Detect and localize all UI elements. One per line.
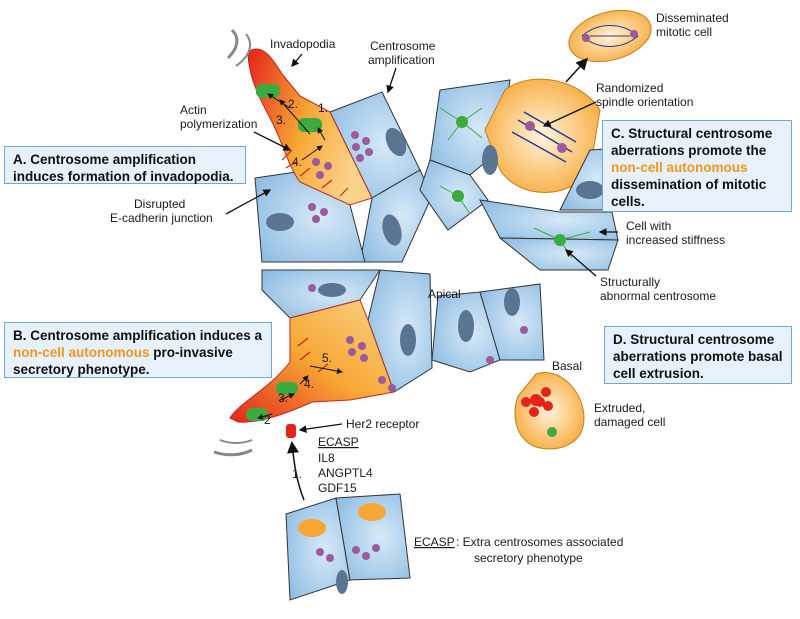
centrosome: [456, 116, 468, 128]
panel-d-title: D. Structural centrosome aberrations pro…: [613, 332, 783, 381]
panel-b-post: pro-invasive secretory phenotype.: [13, 345, 233, 377]
nucleus: [458, 310, 474, 342]
stiff-cell: [498, 237, 619, 271]
step-number: 4.: [304, 377, 314, 391]
panel-c-pre: C. Structural centrosome aberrations pro…: [611, 126, 773, 158]
step-number: 4.: [292, 155, 302, 169]
label-ecasp-header: ECASP: [318, 435, 359, 449]
label-disseminated-2: mitotic cell: [656, 25, 712, 39]
ecasp-def-term: ECASP: [414, 535, 455, 549]
label-apical: Apical: [428, 287, 461, 301]
invadopodia-marker: [276, 382, 298, 395]
nucleus: [382, 214, 402, 246]
panel-c-cells: [419, 9, 652, 277]
centrosome-cluster: [308, 284, 396, 392]
label-invadopodia: Invadopodia: [270, 37, 336, 51]
panel-b-highlight: non-cell autonomous: [13, 345, 150, 360]
nucleus: [336, 570, 348, 594]
label-abnormal-2: abnormal centrosome: [600, 289, 716, 303]
step-number: 1.: [292, 467, 302, 481]
secretory-vesicle: [358, 503, 386, 521]
ecasp-item: IL8: [318, 451, 335, 465]
label-abnormal-1: Structurally: [600, 275, 660, 289]
damage-marker: [521, 387, 553, 417]
panel-d-box: D. Structural centrosome aberrations pro…: [604, 326, 792, 384]
step-number: 3.: [276, 113, 286, 127]
centrosome: [452, 190, 464, 202]
panel-b-box: B. Centrosome amplification induces a no…: [4, 322, 272, 378]
label-centrosome-amp-1: Centrosome: [370, 39, 436, 53]
epithelial-cell: [479, 283, 545, 361]
nucleus: [576, 181, 604, 199]
label-her2: Her2 receptor: [346, 417, 419, 431]
panel-c-highlight: non-cell autonomous: [611, 160, 748, 175]
panel-b-cells: [213, 269, 433, 501]
panel-c-box: C. Structural centrosome aberrations pro…: [602, 120, 792, 212]
step-number: 2.: [288, 97, 298, 111]
label-actin-1: Actin: [180, 103, 207, 117]
nucleus: [318, 283, 346, 297]
label-disseminated-1: Disseminated: [656, 11, 729, 25]
ecasp-item: GDF15: [318, 481, 357, 495]
nucleus: [266, 213, 294, 231]
stiff-cell: [479, 199, 619, 241]
label-stiff-1: Cell with: [626, 219, 671, 233]
label-extruded-1: Extruded,: [594, 401, 645, 415]
nucleus: [385, 127, 407, 157]
her2-receptor: [286, 424, 296, 438]
step-number: 5.: [322, 351, 332, 365]
secretory-vesicle: [298, 519, 326, 537]
step-number: 3.: [278, 391, 288, 405]
label-stiff-2: increased stiffness: [626, 233, 725, 247]
nucleus: [400, 324, 416, 356]
centrosome-cluster: [308, 131, 373, 223]
label-randomized-1: Randomized: [596, 81, 663, 95]
epithelial-cell: [367, 269, 433, 393]
panel-a-box: A. Centrosome amplification induces form…: [4, 146, 246, 184]
epithelial-cell: [254, 171, 366, 263]
nucleus: [482, 145, 498, 175]
epithelial-cell: [335, 493, 411, 581]
label-centrosome-amp-2: amplification: [368, 53, 435, 67]
ecasp-item: ANGPTL4: [318, 466, 373, 480]
label-randomized-2: spindle orientation: [596, 95, 693, 109]
nucleus: [504, 288, 520, 316]
panel-a-cells: [226, 28, 433, 263]
secretory-cells: [285, 493, 411, 601]
label-disrupted-2: E-cadherin junction: [110, 211, 213, 225]
panel-d-cells: [431, 283, 585, 450]
label-basal: Basal: [552, 359, 582, 373]
step-number: 2: [264, 413, 271, 427]
label-extruded-2: damaged cell: [594, 415, 665, 429]
ecasp-def-line2: secretory phenotype: [474, 551, 583, 565]
panel-a-title: A. Centrosome amplification induces form…: [13, 152, 234, 184]
label-actin-2: polymerization: [180, 117, 257, 131]
centrosome: [554, 234, 566, 246]
step-number: 1.: [318, 101, 328, 115]
label-disrupted-1: Disrupted: [134, 197, 185, 211]
invadopodia-marker: [298, 118, 322, 132]
panel-b-pre: B. Centrosome amplification induces a: [13, 328, 263, 343]
invadopodia-marker: [256, 84, 280, 98]
panel-c-post: dissemination of mitotic cells.: [611, 177, 767, 209]
ecasp-def-rest: : Extra centrosomes associated: [456, 535, 623, 549]
